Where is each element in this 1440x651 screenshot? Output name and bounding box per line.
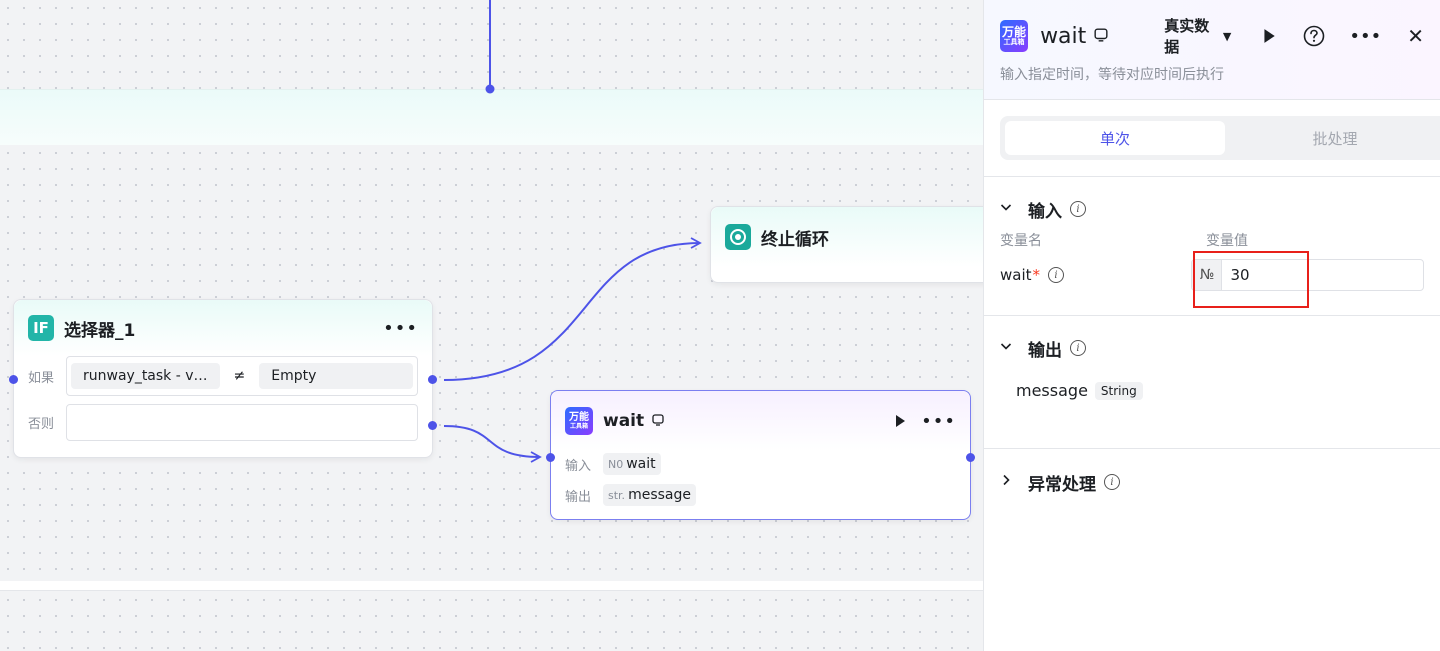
selector-node-header[interactable]: IF 选择器_1 ••• — [14, 300, 432, 356]
stop-loop-node[interactable]: 终止循环 — [710, 206, 984, 283]
if-icon: IF — [28, 315, 54, 341]
error-section-title: 异常处理 — [1028, 474, 1096, 495]
output-label: 输出 — [565, 489, 592, 505]
highlight-annotation-box — [1193, 251, 1309, 308]
help-icon[interactable] — [1303, 25, 1325, 47]
more-options-icon[interactable]: ••• — [383, 317, 418, 339]
wait-input-port[interactable] — [546, 453, 555, 462]
chevron-down-icon[interactable] — [1000, 340, 1028, 356]
input-section-header[interactable]: 输入 i — [1000, 194, 1424, 224]
error-section: 异常处理 i — [984, 449, 1440, 497]
stop-loop-header[interactable]: 终止循环 — [711, 207, 984, 267]
if-output-port[interactable] — [428, 375, 437, 384]
loop-footer-band — [0, 581, 984, 591]
col-var-value: 变量值 — [1206, 233, 1248, 249]
required-mark: * — [1032, 266, 1041, 284]
info-icon[interactable]: i — [1048, 267, 1065, 283]
wait-input-row: 输入 N0 wait — [551, 451, 970, 477]
toolbox-icon-line2: 工具箱 — [569, 422, 588, 430]
selector-node[interactable]: IF 选择器_1 ••• 如果 runway_task - v… ≠ Empty… — [9, 299, 437, 458]
input-column-header: 变量名 变量值 — [1000, 230, 1424, 250]
output-param-tag: str. message — [603, 484, 696, 506]
more-options-icon[interactable]: ••• — [921, 410, 956, 432]
input-param-tag: N0 wait — [603, 453, 661, 475]
error-section-header[interactable]: 异常处理 i — [1000, 467, 1424, 497]
string-type-icon: str. — [608, 488, 626, 502]
workflow-canvas[interactable]: IF 选择器_1 ••• 如果 runway_task - v… ≠ Empty… — [0, 0, 984, 651]
run-mode-tabs: 单次 批处理 — [1000, 116, 1440, 160]
data-mode-label: 真实数据 — [1164, 17, 1210, 56]
panel-header: 万能 工具箱 wait 真实数据 ▼ ••• ✕ 输入指定时间，等待对应时间后执… — [984, 0, 1440, 100]
input-label: 输入 — [565, 458, 592, 474]
wait-node-title: wait — [603, 411, 645, 431]
panel-title-row: 万能 工具箱 wait 真实数据 ▼ ••• ✕ — [1000, 15, 1424, 57]
number-type-icon: № — [1192, 260, 1223, 290]
wait-output-row: 输出 str. message — [551, 482, 970, 508]
col-var-name: 变量名 — [1000, 233, 1042, 249]
caret-down-icon: ▼ — [1222, 29, 1232, 43]
output-var-row: message String — [1000, 363, 1424, 400]
number-type-icon: N0 — [608, 457, 624, 471]
input-param-name: wait — [626, 456, 656, 472]
run-mode-tabs-wrap: 单次 批处理 — [984, 100, 1440, 177]
run-icon[interactable] — [1261, 28, 1277, 44]
close-icon[interactable]: ✕ — [1407, 24, 1424, 48]
output-var-type: String — [1094, 381, 1143, 400]
toolbox-icon-line1: 万能 — [1002, 25, 1027, 39]
if-label: 如果 — [28, 370, 55, 386]
wait-value[interactable]: 30 — [1230, 266, 1250, 284]
plugin-badge-icon — [652, 413, 664, 429]
output-var-name: message — [1016, 381, 1088, 400]
output-section-header[interactable]: 输出 i — [1000, 333, 1424, 363]
var-name-wait: wait * i — [1000, 266, 1191, 284]
selector-node-title: 选择器_1 — [64, 320, 136, 341]
if-branch-row: 如果 runway_task - v… ≠ Empty — [14, 356, 432, 396]
toolbox-icon: 万能 工具箱 — [1000, 20, 1029, 52]
wait-node-header[interactable]: 万能 工具箱 wait ••• — [551, 391, 970, 451]
plugin-badge-icon — [1094, 27, 1108, 45]
output-section: 输出 i message String — [984, 316, 1440, 449]
else-output-port[interactable] — [428, 421, 437, 430]
run-icon[interactable] — [893, 414, 907, 428]
panel-title: wait — [1040, 23, 1087, 49]
chevron-right-icon[interactable] — [1000, 474, 1028, 490]
else-label: 否则 — [28, 417, 55, 432]
wait-output-port[interactable] — [966, 453, 975, 462]
tab-single[interactable]: 单次 — [1005, 121, 1225, 155]
condition-value[interactable]: Empty — [259, 363, 413, 389]
output-param-name: message — [628, 487, 691, 503]
info-icon[interactable]: i — [1070, 201, 1086, 217]
var-name-text: wait — [1000, 266, 1032, 284]
else-branch-row: 否则 — [14, 404, 432, 441]
wait-node[interactable]: 万能 工具箱 wait ••• 输入 N0 wait 输出 str. messa… — [546, 390, 975, 520]
tab-batch[interactable]: 批处理 — [1312, 129, 1358, 148]
condition-variable[interactable]: runway_task - v… — [71, 363, 220, 389]
stop-circle-icon — [725, 224, 751, 250]
condition-operator[interactable]: ≠ — [233, 368, 246, 384]
info-icon[interactable]: i — [1070, 340, 1086, 356]
else-box[interactable] — [66, 404, 418, 441]
data-mode-dropdown[interactable]: 真实数据 ▼ — [1164, 15, 1231, 57]
panel-description: 输入指定时间，等待对应时间后执行 — [1000, 67, 1224, 83]
chevron-down-icon[interactable] — [1000, 201, 1028, 217]
input-section-title: 输入 — [1028, 201, 1062, 222]
node-config-panel: 万能 工具箱 wait 真实数据 ▼ ••• ✕ 输入指定时间，等待对应时间后执… — [983, 0, 1440, 651]
if-condition-box[interactable]: runway_task - v… ≠ Empty — [66, 356, 418, 396]
selector-input-port[interactable] — [9, 375, 18, 384]
more-options-icon[interactable]: ••• — [1349, 25, 1382, 47]
toolbox-icon-line1: 万能 — [569, 411, 589, 423]
toolbox-icon-line2: 工具箱 — [1003, 38, 1025, 46]
toolbox-icon: 万能 工具箱 — [565, 407, 593, 435]
stop-loop-title: 终止循环 — [761, 229, 829, 250]
info-icon[interactable]: i — [1104, 474, 1120, 490]
loop-header-band — [0, 89, 984, 145]
output-section-title: 输出 — [1028, 340, 1062, 361]
